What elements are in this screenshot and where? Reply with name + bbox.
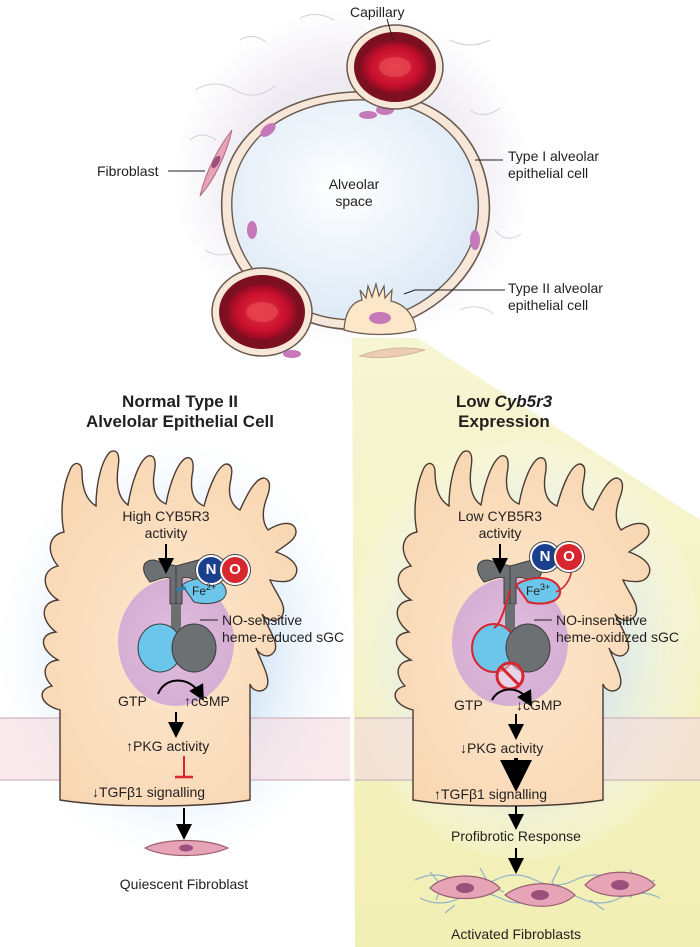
- right-tgf-up-arrow: ↑: [434, 786, 441, 802]
- alveolar-space-label-1: Alveolar: [328, 176, 380, 192]
- fibroblast-label: Fibroblast: [97, 163, 159, 179]
- right-arrow-gtp: [491, 688, 532, 707]
- left-title-1: Normal Type II: [122, 392, 238, 411]
- left-arrow-gtp: [157, 679, 204, 701]
- type1-label-1: Type I alveolar: [508, 148, 600, 164]
- right-gtp-label: GTP: [454, 697, 483, 713]
- left-activity-2: activity: [144, 525, 188, 541]
- right-cgmp-down-arrow: ↓: [516, 697, 523, 713]
- type2-label-1: Type II alveolar: [508, 280, 603, 296]
- capillary-bottom: [211, 267, 313, 357]
- left-pkg-up-arrow: ↑: [126, 738, 133, 754]
- right-pkg-text: PKG activity: [467, 740, 544, 756]
- right-cgmp-label: ↓cGMP: [516, 697, 562, 714]
- left-tgf-label: ↓TGFβ1 signalling: [92, 784, 205, 801]
- right-response-label: Profibrotic Response: [451, 828, 581, 844]
- left-oxygen-atom: O: [220, 555, 250, 585]
- right-cgmp-text: cGMP: [523, 697, 562, 713]
- label-leader-lines: [168, 18, 505, 295]
- left-gtp-label: GTP: [118, 693, 147, 709]
- right-activity-1: Low CYB5R3: [457, 508, 543, 524]
- right-tgf-label: ↑TGFβ1 signalling: [434, 786, 547, 803]
- fibroblast-nucleus: [211, 155, 221, 169]
- left-iron-label: Fe2+: [192, 582, 217, 599]
- alveolar-space-label-2: space: [335, 193, 373, 209]
- right-sgc-label-2: heme-oxidized sGC: [556, 629, 679, 645]
- right-sgc-label-1: NO-insensitive: [556, 612, 648, 628]
- right-outcome-label: Activated Fibroblasts: [451, 926, 581, 942]
- capillary-top: [346, 24, 444, 110]
- left-cgmp-up-arrow: ↑: [184, 693, 191, 709]
- right-sgc-enzyme: [471, 559, 562, 673]
- left-title-2: Alvelolar Epithelial Cell: [85, 412, 274, 431]
- left-iron-symbol: Fe: [192, 584, 207, 598]
- right-iron-label: Fe3+: [526, 582, 551, 599]
- right-pkg-down-arrow: ↓: [460, 740, 467, 756]
- left-sgc-label-1: NO-sensitive: [222, 612, 303, 628]
- left-cgmp-text: cGMP: [191, 693, 230, 709]
- left-tgf-text: TGFβ1 signalling: [99, 784, 206, 800]
- alveolus-group: [168, 8, 532, 359]
- endothelial-nucleus: [359, 111, 377, 119]
- type1-nucleus: [260, 123, 276, 137]
- right-cell-group: [350, 440, 700, 914]
- left-iron-charge: 2+: [206, 582, 217, 592]
- left-cgmp-label: ↑cGMP: [184, 693, 230, 710]
- left-pkg-label: ↑PKG activity: [126, 738, 209, 755]
- quiescent-fibroblast-nucleus: [179, 844, 193, 852]
- right-title-gene: Cyb5r3: [494, 392, 553, 411]
- activated-fibroblasts: [414, 865, 661, 914]
- type2-cell-small: [343, 281, 417, 336]
- type1-nucleus: [470, 230, 480, 250]
- right-tgf-text: TGFβ1 signalling: [441, 786, 548, 802]
- right-title-1: Low Cyb5r3: [384, 392, 624, 412]
- endothelial-nucleus: [283, 350, 301, 358]
- right-title-low: Low: [455, 392, 490, 411]
- type2-label-2: epithelial cell: [508, 297, 589, 313]
- capillary-label: Capillary: [350, 4, 405, 20]
- left-cell-group: [0, 440, 350, 860]
- left-tgf-down-arrow: ↓: [92, 784, 99, 800]
- type1-label-2: epithelial cell: [508, 165, 589, 181]
- blocked-sign-icon: [495, 661, 525, 691]
- right-iron-symbol: Fe: [526, 584, 541, 598]
- right-activity-2: activity: [478, 525, 522, 541]
- left-pkg-text: PKG activity: [133, 738, 210, 754]
- right-oxygen-atom: O: [554, 542, 584, 572]
- right-iron-charge: 3+: [540, 582, 551, 592]
- right-title-2: Expression: [458, 412, 550, 431]
- left-outcome-label: Quiescent Fibroblast: [119, 876, 249, 892]
- type1-nucleus: [247, 221, 257, 239]
- right-pkg-label: ↓PKG activity: [460, 740, 543, 757]
- left-sgc-label-2: heme-reduced sGC: [222, 629, 345, 645]
- left-activity-1: High CYB5R3: [122, 508, 210, 524]
